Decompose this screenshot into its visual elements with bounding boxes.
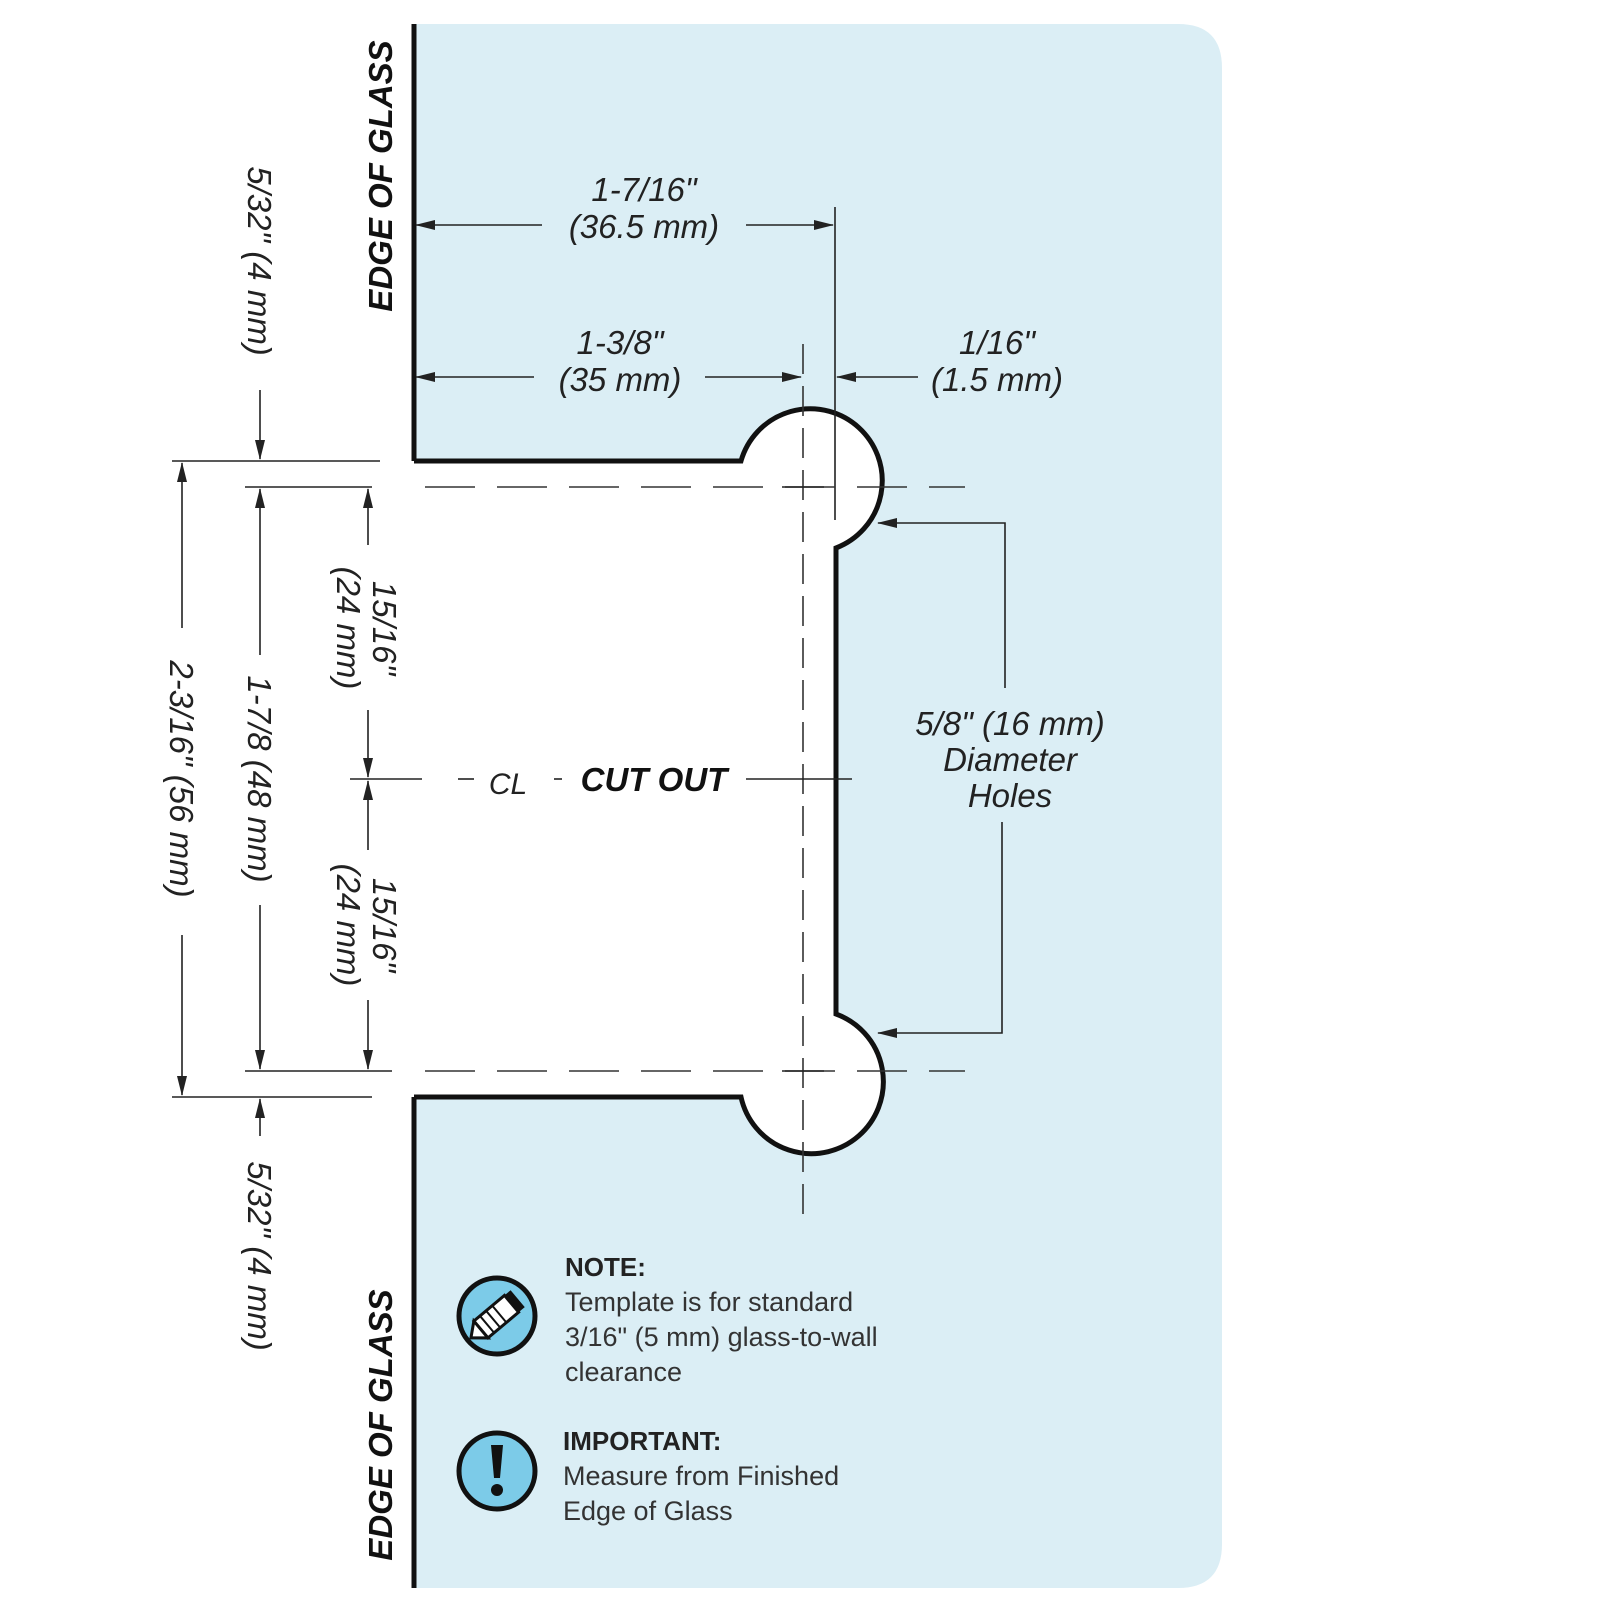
holes-label-diameter: Diameter — [943, 741, 1079, 778]
centerline-symbol: CL — [489, 768, 527, 801]
dim-2-3-16: 2-3/16" (56 mm) — [163, 659, 200, 897]
edge-of-glass-label-bottom: EDGE OF GLASS — [362, 1289, 399, 1560]
holes-leader-upper — [877, 518, 1006, 688]
cutout-outline — [414, 406, 886, 1157]
dim-1-7-16-mm: (36.5 mm) — [569, 208, 719, 245]
important-line-1: Measure from Finished — [563, 1461, 839, 1491]
holes-label-holes: Holes — [968, 777, 1052, 814]
important-title: IMPORTANT: — [563, 1426, 721, 1456]
important-line-2: Edge of Glass — [563, 1496, 733, 1526]
dim-15-16-lower-mm: (24 mm) — [330, 864, 367, 987]
dim-15-16-upper-mm: (24 mm) — [330, 567, 367, 690]
dim-15-16-lower-inch: 15/16" — [366, 878, 403, 974]
dim-1-7-8: 1-7/8 (48 mm) — [241, 675, 278, 882]
note-line-1: Template is for standard — [565, 1287, 853, 1317]
note-title: NOTE: — [565, 1252, 646, 1282]
dim-15-16-upper-inch: 15/16" — [366, 581, 403, 677]
dim-5-32-top: 5/32" (4 mm) — [241, 166, 278, 356]
dim-1-3-8-mm: (35 mm) — [559, 361, 682, 398]
cut-out-label: CUT OUT — [581, 761, 730, 798]
dim-1-16-inch: 1/16" — [959, 324, 1036, 361]
edge-of-glass-label-top: EDGE OF GLASS — [362, 40, 399, 311]
dim-1-7-16-inch: 1-7/16" — [591, 171, 698, 208]
dim-5-32-bottom: 5/32" (4 mm) — [241, 1161, 278, 1351]
holes-label-size: 5/8" (16 mm) — [915, 705, 1105, 742]
glass-panel — [414, 24, 1222, 1588]
dim-1-16-mm: (1.5 mm) — [931, 361, 1063, 398]
exclamation-icon — [456, 1430, 538, 1512]
holes-leader-lower — [877, 822, 1003, 1038]
pencil-icon — [456, 1275, 538, 1357]
note-line-3: clearance — [565, 1357, 682, 1387]
dim-1-3-8-inch: 1-3/8" — [577, 324, 665, 361]
note-line-2: 3/16" (5 mm) glass-to-wall — [565, 1322, 878, 1352]
